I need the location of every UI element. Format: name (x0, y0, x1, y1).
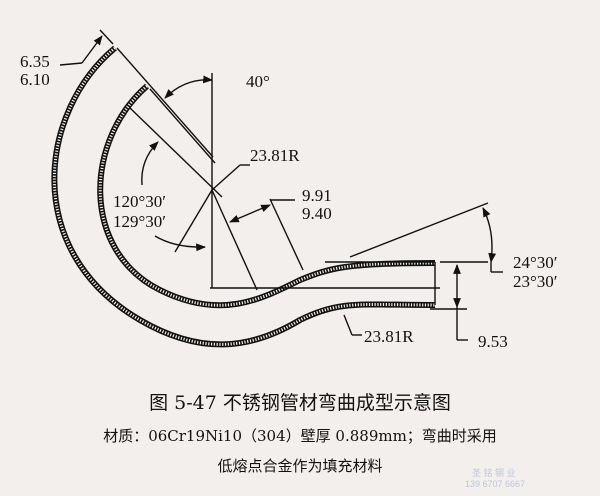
angle-a: 120°30′ (113, 192, 167, 211)
wall-dim-bottom: 6.10 (20, 70, 50, 89)
caption-line1: 材质：06Cr19Ni10（304）壁厚 0.889mm；弯曲时采用 (103, 427, 497, 445)
end-angle-top: 24°30′ (513, 253, 558, 272)
tube-dia-label: 9.53 (478, 332, 508, 351)
angle-40: 40° (246, 72, 270, 91)
watermark-name: 圣 铭 钢 业 (472, 468, 516, 478)
angle-b: 129°30′ (113, 212, 167, 231)
watermark-phone: 139 6707 6667 (465, 479, 526, 489)
caption-title: 图 5-47 不锈钢管材弯曲成型示意图 (149, 392, 451, 414)
offset-top: 9.91 (302, 186, 332, 205)
offset-bottom: 9.40 (302, 204, 332, 223)
wall-dim-top: 6.35 (20, 52, 50, 71)
end-angle-bottom: 23°30′ (513, 272, 558, 291)
caption-line2: 低熔点合金作为填充材料 (217, 457, 383, 475)
radius-center-label: 23.81R (250, 146, 300, 165)
radius-lower-label: 23.81R (364, 327, 414, 346)
